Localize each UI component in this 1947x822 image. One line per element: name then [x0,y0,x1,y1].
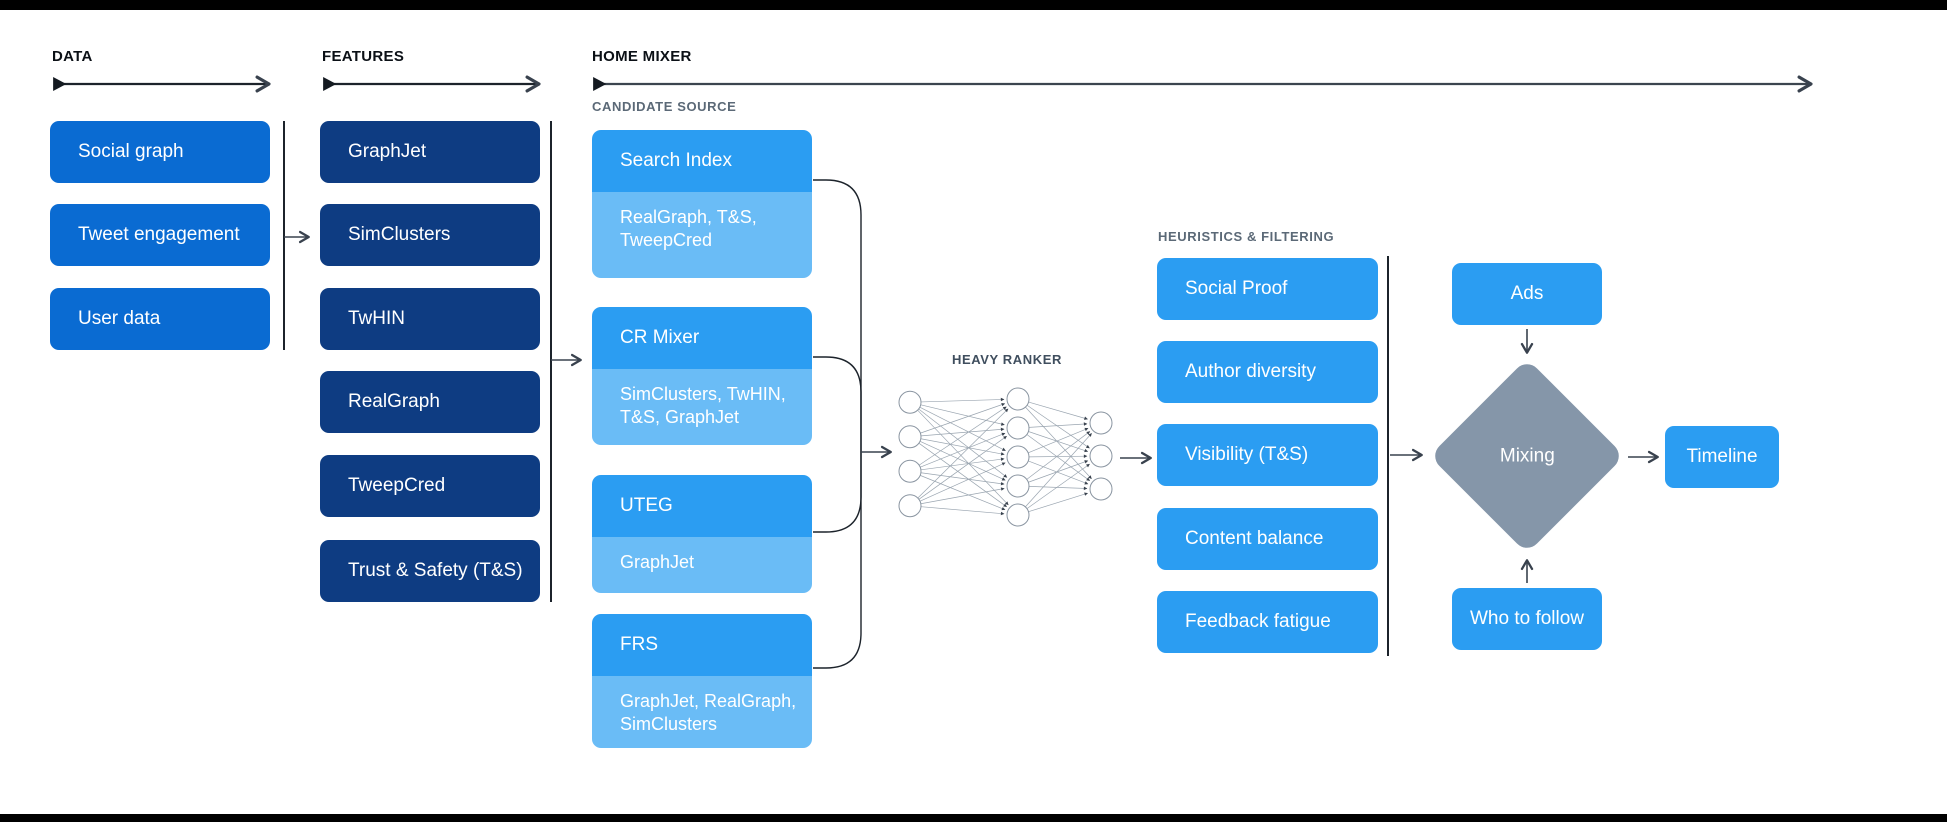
neuron-node [1006,445,1030,469]
neuron-node [898,425,922,449]
section-title-home-mixer: HOME MIXER [592,48,692,65]
neuron-node [1006,503,1030,527]
section-title-data: DATA [52,48,93,65]
candidate-subtitle-cr-mixer: SimClusters, TwHIN, T&S, GraphJet [592,369,812,445]
feature-node-twhin: TwHIN [320,288,540,350]
bottom-black-bar [0,814,1947,822]
neuron-node [898,494,922,518]
heuristic-node-author-diversity: Author diversity [1157,341,1378,403]
neuron-node [1089,444,1113,468]
candidate-title-frs: FRS [592,614,812,676]
data-node-user-data: User data [50,288,270,350]
neuron-node [1006,416,1030,440]
feature-node-simclusters: SimClusters [320,204,540,266]
candidate-group-frs: FRS GraphJet, RealGraph, SimClusters [592,614,812,748]
neuron-node [898,390,922,414]
data-node-social-graph: Social graph [50,121,270,183]
neuron-node [1089,477,1113,501]
mixing-diamond-label: Mixing [1499,445,1555,466]
candidate-title-cr-mixer: CR Mixer [592,307,812,369]
candidate-subtitle-uteg: GraphJet [592,537,812,593]
candidate-title-uteg: UTEG [592,475,812,537]
candidate-group-cr-mixer: CR Mixer SimClusters, TwHIN, T&S, GraphJ… [592,307,812,445]
heuristic-node-social-proof: Social Proof [1157,258,1378,320]
candidate-collector-lines [813,179,862,669]
timeline-node: Timeline [1665,426,1779,488]
mixing-diamond-node: Mixing [1429,358,1625,554]
feature-node-realgraph: RealGraph [320,371,540,433]
candidate-title-search-index: Search Index [592,130,812,192]
neuron-node [898,459,922,483]
top-black-bar [0,0,1947,10]
feature-node-trust-safety: Trust & Safety (T&S) [320,540,540,602]
heuristic-node-feedback-fatigue: Feedback fatigue [1157,591,1378,653]
heuristic-node-content-balance: Content balance [1157,508,1378,570]
feature-node-graphjet: GraphJet [320,121,540,183]
heavy-ranker-label: HEAVY RANKER [951,352,1062,367]
section-title-features: FEATURES [322,48,405,65]
who-to-follow-node: Who to follow [1452,588,1602,650]
neuron-node [1006,387,1030,411]
feature-node-tweepcred: TweepCred [320,455,540,517]
heuristics-filtering-label: HEURISTICS & FILTERING [1158,229,1335,244]
candidate-subtitle-frs: GraphJet, RealGraph, SimClusters [592,676,812,748]
neuron-node [1006,474,1030,498]
neuron-node [1089,411,1113,435]
candidate-subtitle-search-index: RealGraph, T&S, TweepCred [592,192,812,278]
ads-node: Ads [1452,263,1602,325]
candidate-source-label: CANDIDATE SOURCE [592,99,737,114]
candidate-group-uteg: UTEG GraphJet [592,475,812,593]
candidate-group-search-index: Search Index RealGraph, T&S, TweepCred [592,130,812,278]
heuristic-node-visibility: Visibility (T&S) [1157,424,1378,486]
data-node-tweet-engagement: Tweet engagement [50,204,270,266]
neural-network-graphic [898,387,1113,527]
